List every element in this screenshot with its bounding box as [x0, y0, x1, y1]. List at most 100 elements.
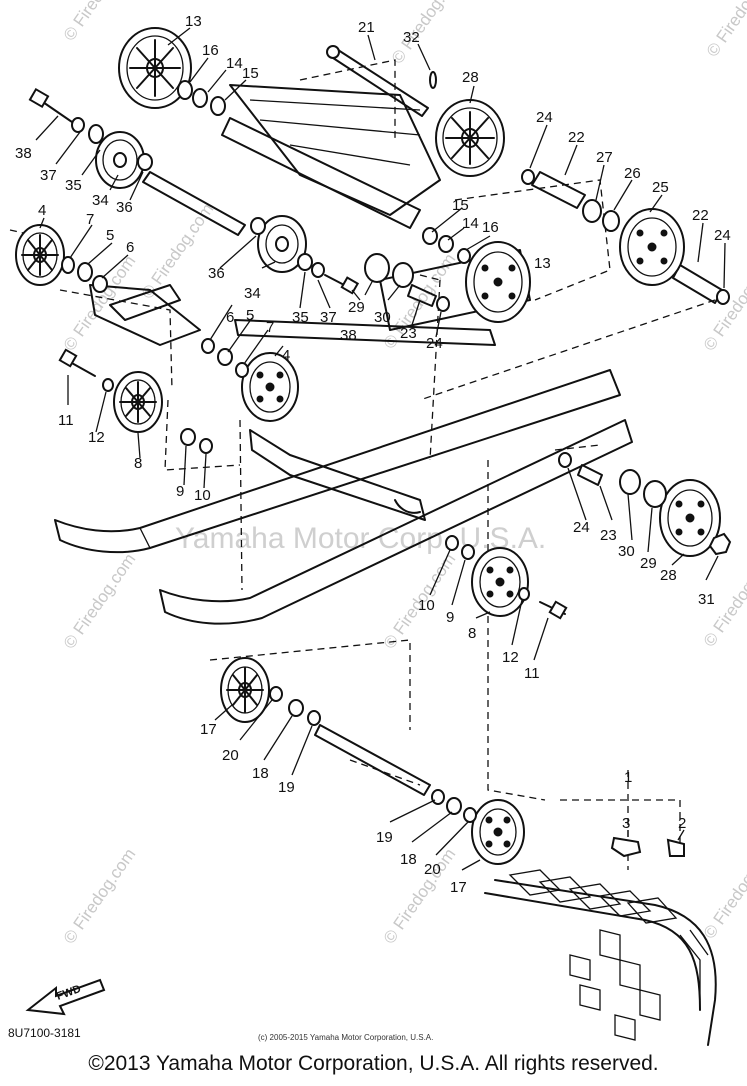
diagram-code: 8U7100-3181 — [8, 1026, 81, 1040]
callout-24: 24 — [714, 227, 731, 244]
callout-24: 24 — [536, 109, 553, 126]
callout-2: 2 — [678, 815, 686, 832]
callout-6: 6 — [226, 309, 234, 326]
callout-18: 18 — [252, 765, 269, 782]
callout-32: 32 — [403, 29, 420, 46]
callout-16: 16 — [482, 219, 499, 236]
callouts: 13 16 14 15 21 32 28 38 37 35 34 36 24 2… — [15, 13, 731, 896]
callout-8: 8 — [134, 455, 142, 472]
callout-17: 17 — [200, 721, 217, 738]
wheel-13-mid — [465, 241, 531, 323]
callout-20: 20 — [222, 747, 239, 764]
callout-3: 3 — [622, 815, 630, 832]
shaft-lower — [314, 724, 431, 796]
callout-37: 37 — [320, 309, 337, 326]
watermark-center: Yamaha Motor Corp. U.S.A. — [175, 522, 546, 555]
slide-rail-left — [54, 284, 621, 554]
callout-19: 19 — [278, 779, 295, 796]
slide-rail-right — [159, 419, 633, 625]
callout-25: 25 — [652, 179, 669, 196]
callout-6: 6 — [126, 239, 134, 256]
watermark-text: © Firedog.com — [60, 550, 140, 652]
callout-12: 12 — [502, 649, 519, 666]
callout-24: 24 — [426, 335, 443, 352]
watermark-text: © Firedog.com — [700, 840, 747, 942]
callout-24: 24 — [573, 519, 590, 536]
callout-28: 28 — [660, 567, 677, 584]
callout-13: 13 — [185, 13, 202, 30]
watermark-text: © Firedog.com — [60, 0, 140, 44]
callout-18: 18 — [400, 851, 417, 868]
callout-26: 26 — [624, 165, 641, 182]
callout-10: 10 — [418, 597, 435, 614]
sprocket-35 — [95, 131, 145, 189]
callout-35: 35 — [292, 309, 309, 326]
callout-1: 1 — [624, 769, 632, 786]
callout-20: 20 — [424, 861, 441, 878]
callout-22: 22 — [692, 207, 709, 224]
callout-23: 23 — [400, 325, 417, 342]
callout-37: 37 — [40, 167, 57, 184]
footer-copyright: ©2013 Yamaha Motor Corporation, U.S.A. A… — [88, 1052, 659, 1075]
callout-8: 8 — [468, 625, 476, 642]
callout-31: 31 — [698, 591, 715, 608]
watermark-text: © Firedog.com — [388, 0, 468, 67]
watermark-text: © Firedog.com — [138, 200, 218, 302]
wheel-13-upper — [118, 27, 192, 109]
callout-11: 11 — [58, 412, 74, 429]
callout-30: 30 — [618, 543, 635, 560]
wheel-17-right — [471, 799, 525, 865]
wheel-4-left — [15, 224, 65, 286]
callout-14: 14 — [462, 215, 479, 232]
callout-29: 29 — [640, 555, 657, 572]
fwd-arrow-icon: FWD — [25, 978, 106, 1016]
callout-15: 15 — [452, 197, 469, 214]
wheel-8-left — [113, 371, 163, 433]
callout-38: 38 — [15, 145, 32, 162]
callout-34: 34 — [244, 285, 261, 302]
callout-11: 11 — [524, 665, 540, 682]
callout-36: 36 — [116, 199, 133, 216]
callout-17: 17 — [450, 879, 467, 896]
shaft-21 — [326, 45, 429, 117]
wheel-17-left — [220, 657, 270, 723]
watermark-text: © Firedog.com — [703, 0, 747, 60]
wheel-25 — [619, 208, 685, 286]
callout-29: 29 — [348, 299, 365, 316]
callout-14: 14 — [226, 55, 243, 72]
watermark-layer: © Firedog.com © Firedog.com © Firedog.co… — [60, 0, 747, 947]
callout-4: 4 — [282, 347, 290, 364]
callout-16: 16 — [202, 42, 219, 59]
watermark-text: © Firedog.com — [60, 845, 140, 947]
callout-10: 10 — [194, 487, 211, 504]
callout-9: 9 — [176, 483, 184, 500]
wheel-28-upper — [435, 99, 505, 177]
callout-5: 5 — [246, 307, 254, 324]
callout-19: 19 — [376, 829, 393, 846]
callout-7: 7 — [86, 211, 94, 228]
wheel-4-mid — [241, 352, 299, 422]
callout-22: 22 — [568, 129, 585, 146]
leader-lines — [35, 27, 726, 871]
track — [484, 869, 717, 1046]
callout-4: 4 — [38, 202, 46, 219]
wheel-28-right — [659, 479, 721, 557]
callout-7: 7 — [266, 319, 274, 336]
callout-28: 28 — [462, 69, 479, 86]
sprocket-34 — [257, 215, 307, 273]
callout-5: 5 — [106, 227, 114, 244]
callout-30: 30 — [374, 309, 391, 326]
front-arm — [89, 84, 441, 346]
wheel-8-right — [471, 547, 529, 617]
shaft-upper — [221, 117, 421, 229]
small-copyright: (c) 2005-2015 Yamaha Motor Corporation, … — [258, 1033, 433, 1042]
callout-13: 13 — [534, 255, 551, 272]
callout-21: 21 — [358, 19, 375, 36]
watermark-text: © Firedog.com — [380, 845, 460, 947]
callout-36: 36 — [208, 265, 225, 282]
callout-35: 35 — [65, 177, 82, 194]
callout-27: 27 — [596, 149, 613, 166]
callout-23: 23 — [600, 527, 617, 544]
callout-15: 15 — [242, 65, 259, 82]
